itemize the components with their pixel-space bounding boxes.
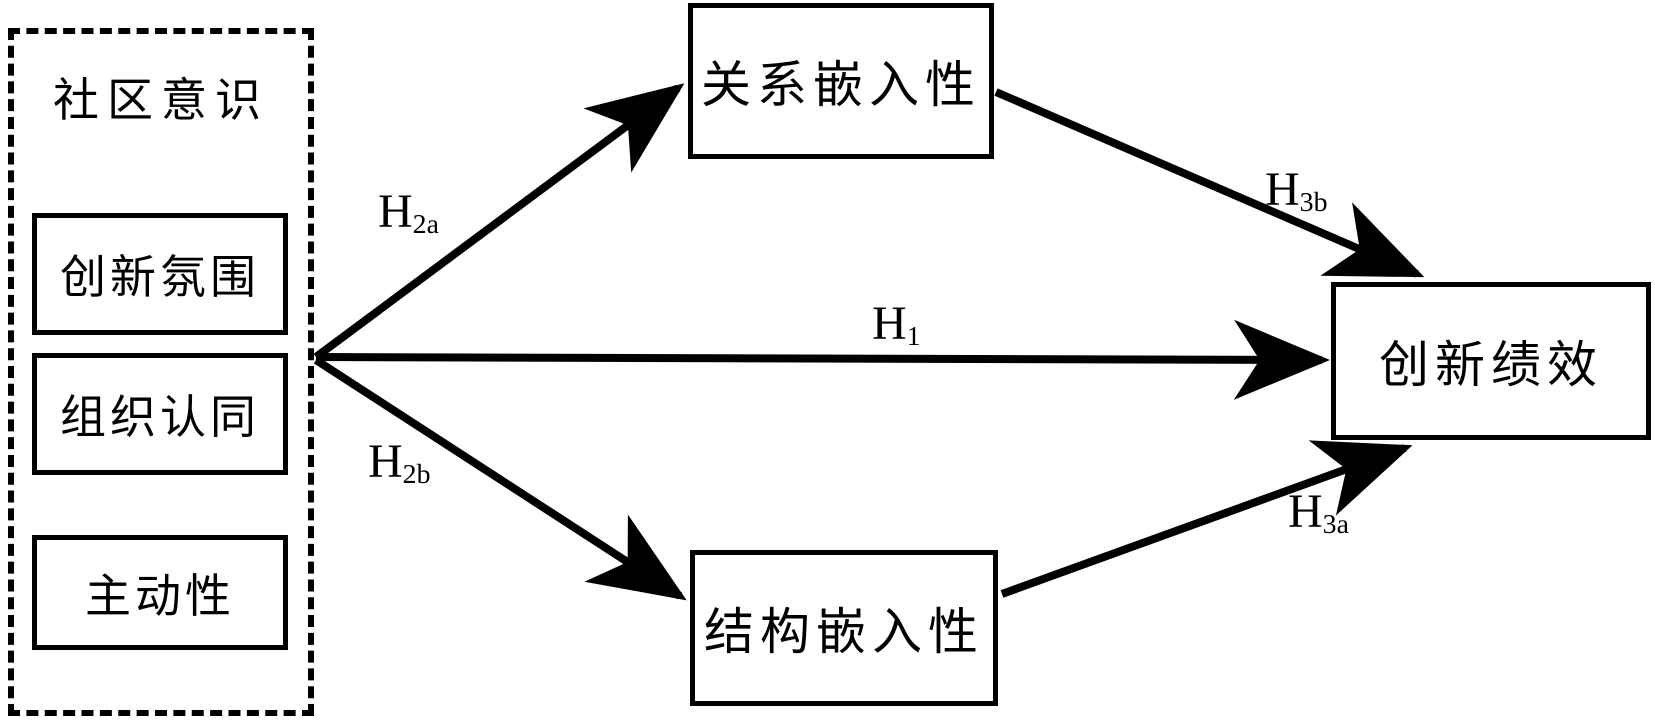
path-label-h2a: H2a	[378, 185, 439, 239]
node-organizational-identity-label: 组织认同	[60, 390, 260, 444]
arrow-h1	[315, 319, 1330, 400]
path-label-h2b: H2b	[368, 435, 431, 489]
node-organizational-identity[interactable]: 组织认同	[32, 353, 288, 475]
antecedent-group-title: 社区意识	[53, 73, 269, 127]
path-label-h2a-letter: H	[378, 185, 413, 238]
node-relational-embeddedness-label: 关系嵌入性	[701, 56, 981, 114]
node-proactivity-label: 主动性	[85, 568, 235, 623]
arrow-h3b	[994, 88, 1425, 278]
path-label-h2a-subscript: 2a	[412, 209, 439, 241]
node-innovation-climate-label: 创新氛围	[60, 250, 260, 304]
node-proactivity[interactable]: 主动性	[32, 535, 288, 650]
path-label-h1-subscript: 1	[906, 321, 921, 353]
arrow-h2a	[313, 83, 685, 361]
antecedent-group-container: 社区意识	[8, 28, 314, 716]
path-label-h1: H1	[872, 297, 921, 351]
path-label-h3a: H3a	[1288, 485, 1349, 539]
path-label-h3b-letter: H	[1265, 163, 1300, 216]
path-label-h3a-subscript: 3a	[1322, 509, 1349, 541]
node-innovation-performance[interactable]: 创新绩效	[1331, 282, 1651, 440]
node-structural-embeddedness-label: 结构嵌入性	[704, 603, 984, 661]
node-innovation-climate[interactable]: 创新氛围	[32, 213, 288, 335]
node-structural-embeddedness[interactable]: 结构嵌入性	[690, 550, 998, 706]
node-innovation-performance-label: 创新绩效	[1379, 336, 1603, 394]
node-relational-embeddedness[interactable]: 关系嵌入性	[688, 3, 994, 159]
path-label-h1-letter: H	[872, 297, 907, 350]
path-label-h3b: H3b	[1265, 163, 1328, 217]
path-label-h2b-letter: H	[368, 435, 403, 488]
path-label-h3b-subscript: 3b	[1299, 187, 1328, 219]
path-label-h2b-subscript: 2b	[402, 459, 431, 491]
path-label-h3a-letter: H	[1288, 485, 1323, 538]
